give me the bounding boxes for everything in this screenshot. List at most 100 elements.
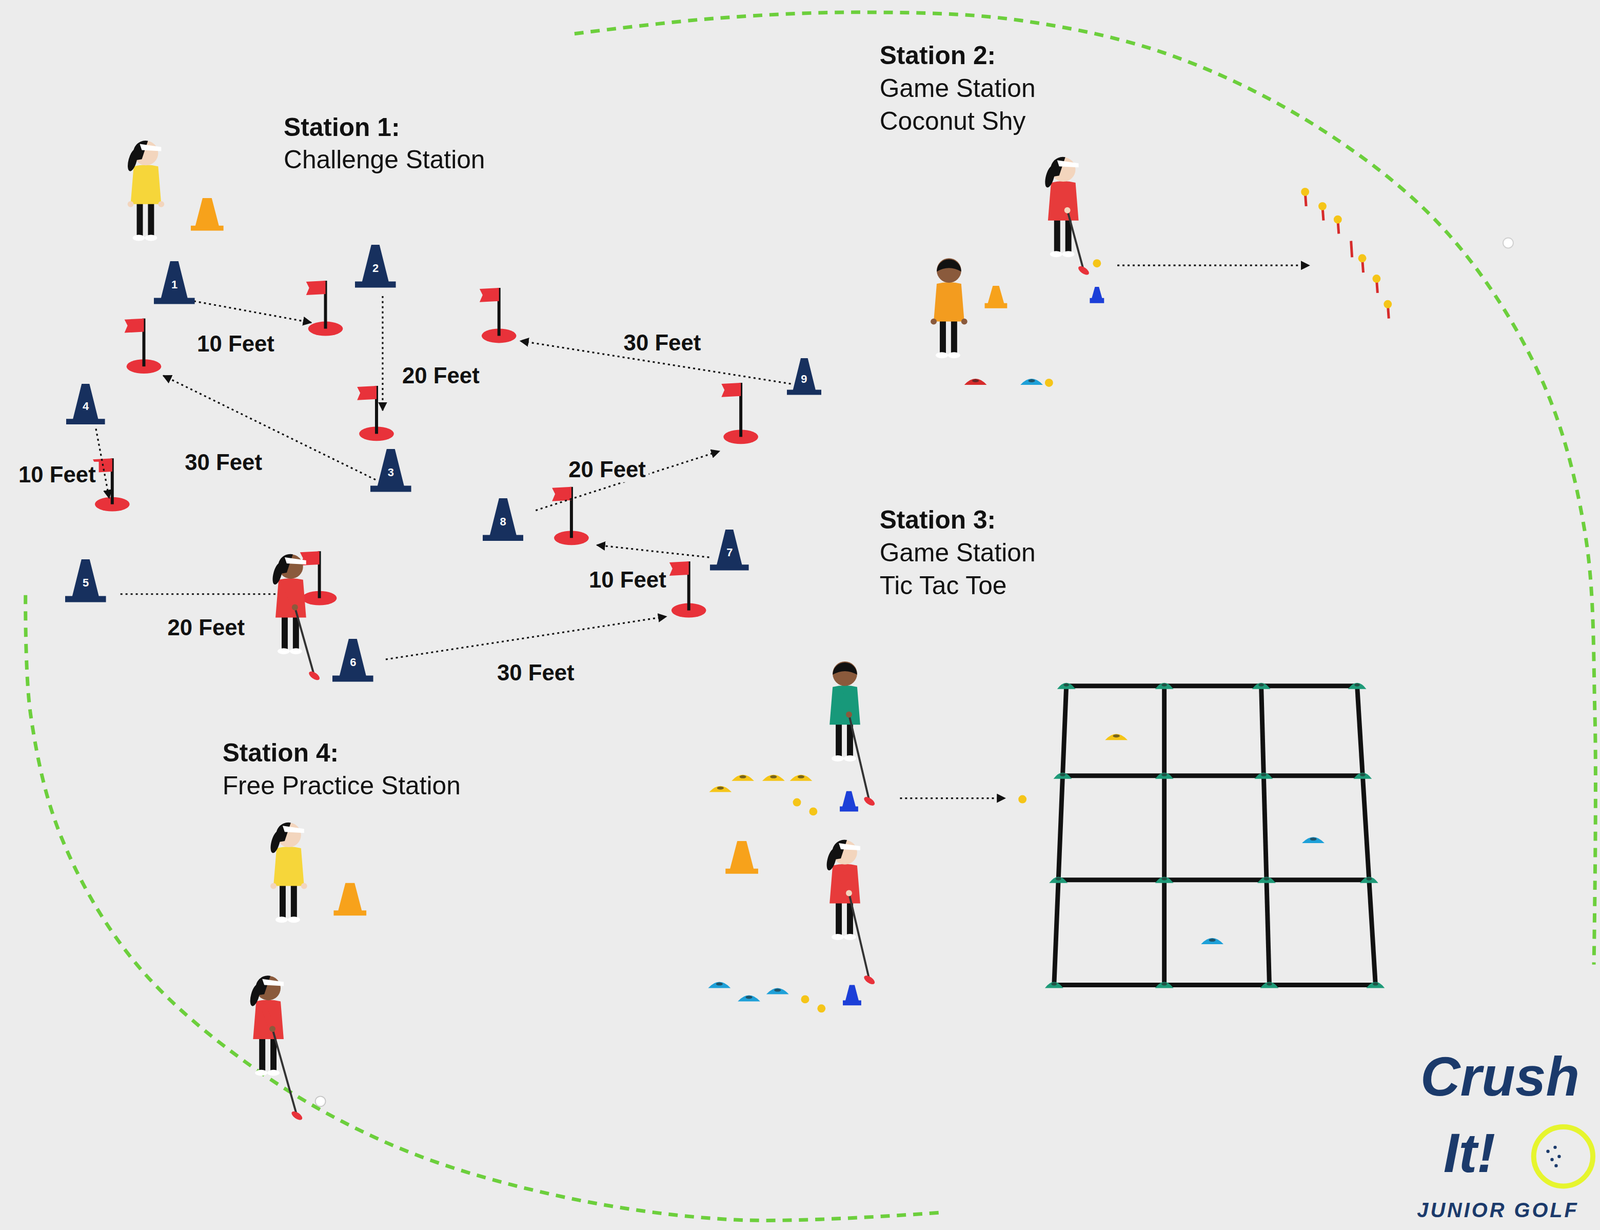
disc-body: [1155, 876, 1174, 883]
club-head: [1076, 264, 1091, 276]
golf-ball: [1383, 300, 1392, 309]
shoe: [1050, 250, 1063, 258]
disc-cone: [737, 994, 761, 1001]
station-name: Free Practice Station: [222, 771, 461, 801]
distance-label: 20 Feet: [565, 456, 649, 483]
distance-label: 20 Feet: [399, 362, 483, 389]
cone-marker: 3: [370, 448, 412, 492]
shirt: [130, 164, 162, 205]
cone-outline: [482, 498, 524, 542]
cone-body: [839, 791, 859, 812]
disc-hole: [1354, 683, 1360, 687]
disc-cone: [964, 378, 987, 385]
disc-cone: [1366, 981, 1385, 989]
shirt: [252, 999, 284, 1039]
disc-hole: [1209, 938, 1216, 942]
disc-cone: [1155, 981, 1174, 989]
cone-body: [842, 984, 862, 1006]
hair: [936, 259, 962, 272]
hand: [930, 318, 937, 325]
disc-body: [1353, 772, 1372, 779]
disc-cone: [1353, 772, 1372, 779]
disc-hole: [1266, 982, 1273, 986]
disc-body: [707, 981, 731, 989]
disc-hole: [1051, 982, 1057, 986]
disc-hole: [1055, 877, 1062, 881]
disc-body: [1301, 836, 1325, 843]
hand: [845, 890, 853, 897]
logo-dimple: [1546, 1149, 1550, 1153]
flag-cloth: [124, 318, 145, 333]
hole-flag: [306, 280, 344, 336]
disc-cone: [708, 785, 732, 793]
cone-number: 7: [726, 546, 733, 559]
shoe: [831, 755, 844, 762]
station-name: Tic Tac Toe: [879, 570, 1007, 601]
leg: [290, 881, 298, 919]
disc-hole: [1161, 982, 1168, 986]
golfer-figure: [930, 258, 968, 359]
dotted-arrow: [193, 301, 312, 323]
disc-cone: [707, 981, 731, 989]
hair: [1050, 156, 1066, 177]
cone-number: 3: [387, 466, 394, 479]
cone-outline: [786, 358, 822, 395]
disc-cone: [762, 774, 785, 781]
leg: [259, 1034, 266, 1072]
shoe: [935, 351, 948, 359]
cone-marker: 6: [332, 638, 374, 682]
disc-body: [708, 785, 732, 793]
disc-body: [1057, 682, 1076, 689]
disc-body: [1252, 682, 1271, 689]
dotted-arrow: [120, 593, 299, 595]
disc-hole: [1372, 982, 1379, 986]
logo-dimple: [1553, 1145, 1557, 1149]
disc-cone: [1104, 733, 1128, 740]
marker-cone: [842, 984, 862, 1006]
dotted-arrow: [1117, 264, 1310, 267]
hair: [275, 822, 291, 842]
distance-label: 10 Feet: [193, 330, 278, 357]
disc-body: [1366, 981, 1385, 989]
disc-cone: [1348, 682, 1367, 689]
hole-flag: [551, 486, 589, 545]
golf-ball: [808, 806, 818, 816]
area-boundary: [25, 595, 939, 1221]
flag-cloth: [669, 561, 689, 576]
grid-line: [1054, 685, 1067, 985]
disc-hole: [797, 775, 805, 779]
disc-hole: [1366, 877, 1372, 881]
hair: [255, 975, 271, 995]
marker-cone: [333, 882, 367, 916]
disc-cone: [1252, 682, 1271, 689]
leg: [147, 200, 154, 237]
club-shaft: [1067, 210, 1084, 271]
hand: [1064, 207, 1071, 214]
disc-cone: [1260, 981, 1279, 989]
golfer-figure: [1042, 156, 1091, 277]
head: [255, 975, 281, 1001]
cone-marker: 2: [354, 244, 397, 288]
leg: [136, 200, 144, 237]
disc-hole: [972, 379, 979, 383]
hand: [157, 201, 165, 208]
disc-hole: [1263, 877, 1270, 881]
hand: [127, 201, 134, 208]
visor: [1057, 160, 1079, 168]
golfer-figure: [270, 554, 322, 682]
golf-ball: [793, 798, 802, 807]
shoe: [289, 647, 303, 655]
golfer-figure: [248, 975, 304, 1122]
shirt: [275, 578, 307, 618]
disc-cone: [1044, 981, 1064, 989]
shoe: [267, 1069, 280, 1076]
hand: [269, 1025, 276, 1032]
grid-line: [1054, 982, 1376, 987]
head: [1051, 156, 1076, 182]
club-shaft: [848, 893, 870, 980]
hole-flag: [357, 385, 394, 441]
golf-ball: [1300, 187, 1310, 196]
disc-body: [737, 994, 761, 1001]
marker-cone: [984, 285, 1008, 309]
